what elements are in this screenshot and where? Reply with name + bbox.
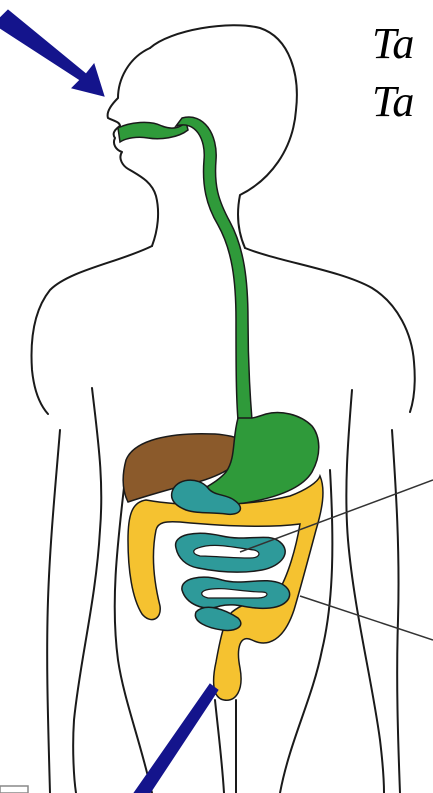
crotch-outline <box>215 700 236 793</box>
face-profile <box>108 48 158 246</box>
left-arm-inner-outline <box>47 430 60 793</box>
arrow-bottom-icon <box>134 684 218 793</box>
arrow-top-left-icon <box>0 10 104 96</box>
pointer-line-lower <box>300 596 433 640</box>
left-arm-outline <box>73 388 101 793</box>
corner-box <box>0 786 28 793</box>
right-arm-outline <box>346 390 384 793</box>
label-line-2: Ta <box>372 78 414 126</box>
right-arm-inner-outline <box>392 430 400 793</box>
torso-right-outline <box>245 248 415 412</box>
esophagus <box>176 117 252 420</box>
label-line-1: Ta <box>372 20 414 68</box>
